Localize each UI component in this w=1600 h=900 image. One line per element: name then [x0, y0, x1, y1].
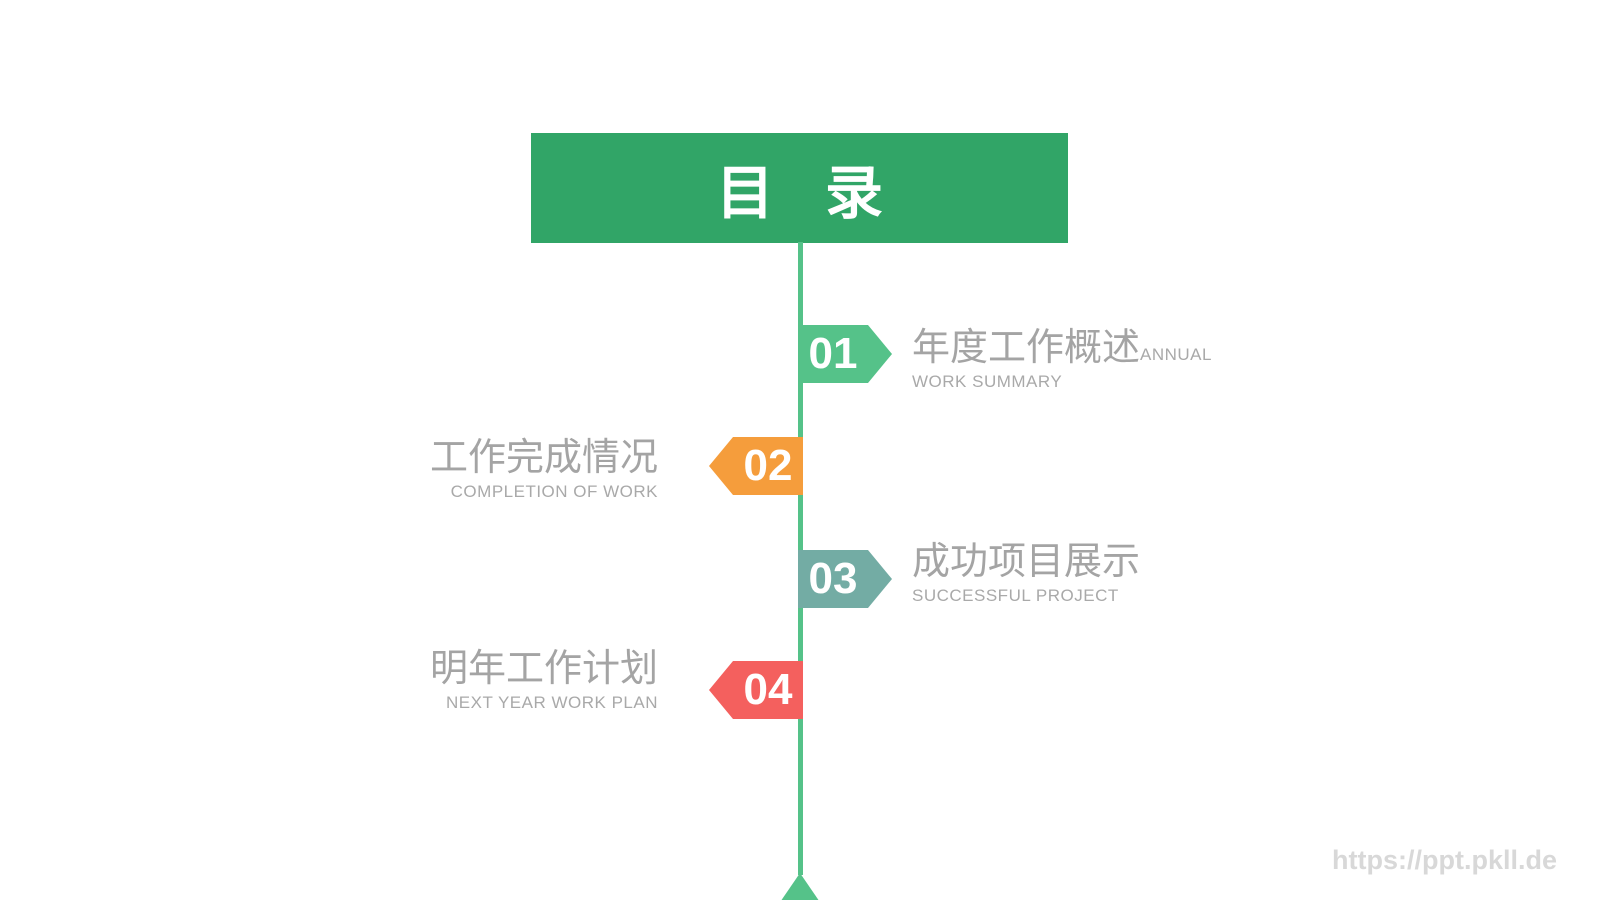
toc-tag-04: 04: [709, 661, 803, 719]
toc-number-01: 01: [808, 329, 858, 378]
toc-item-03-title: 成功项目展示: [912, 541, 1141, 583]
toc-item-04-text: 明年工作计划 NEXT YEAR WORK PLAN: [336, 647, 658, 714]
toc-tag-03: 03: [798, 550, 892, 608]
timeline-bottom-triangle-icon: [774, 873, 826, 900]
toc-number-02: 02: [743, 441, 793, 490]
toc-number-04: 04: [743, 665, 793, 714]
toc-header-banner: 目 录: [531, 133, 1068, 243]
page-title: 目 录: [716, 161, 901, 226]
toc-tag-01: 01: [798, 325, 892, 383]
toc-item-02-title: 工作完成情况: [429, 437, 658, 479]
toc-tag-02: 02: [709, 437, 803, 495]
toc-item-04-title: 明年工作计划: [429, 648, 658, 690]
toc-item-02-text: 工作完成情况 COMPLETION OF WORK: [336, 436, 658, 503]
toc-item-02-subtitle: COMPLETION OF WORK: [450, 482, 658, 501]
toc-item-01-text: 年度工作概述ANNUAL WORK SUMMARY: [912, 326, 1234, 393]
watermark-url: https://ppt.pkll.de: [1332, 845, 1557, 875]
toc-item-03-text: 成功项目展示 SUCCESSFUL PROJECT: [912, 540, 1234, 607]
toc-item-01-title: 年度工作概述: [912, 327, 1141, 369]
toc-number-03: 03: [808, 554, 858, 603]
toc-item-03-subtitle: SUCCESSFUL PROJECT: [912, 586, 1119, 605]
toc-item-04-subtitle: NEXT YEAR WORK PLAN: [446, 693, 658, 712]
toc-item-01-subtitle: ANNUAL WORK SUMMARY: [912, 345, 1212, 391]
